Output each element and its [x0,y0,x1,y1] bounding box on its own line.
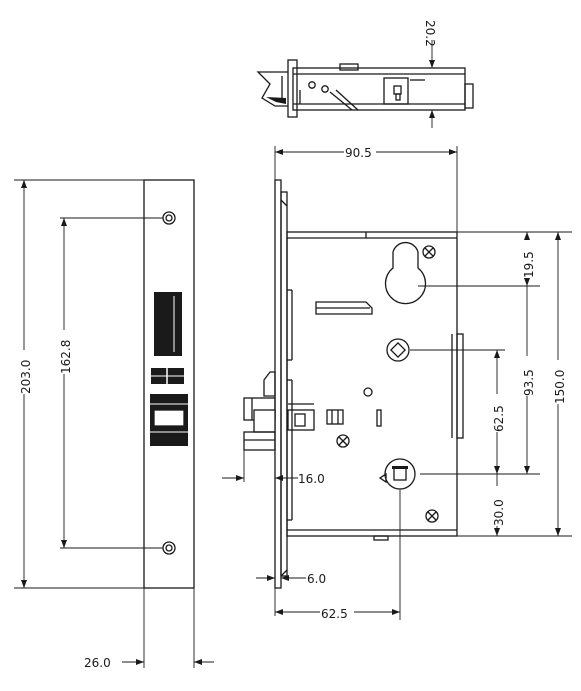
dim-spindle-to-lower: 62.5 [492,405,506,432]
screw-middle [336,434,350,448]
top-view-latch [256,71,288,107]
top-view-faceplate [287,59,298,118]
dim-keyhole-offset: 19.5 [522,251,536,278]
side-view: 90.5 19.5 150.0 93.5 62.5 30.0 [222,145,572,621]
lower-hub [384,458,416,490]
faceplate-screw-top [162,211,176,225]
keyhole-slot [384,241,427,305]
lock-body [286,231,458,537]
side-faceplate [274,179,282,589]
dim-faceplate-length: 203.0 [19,360,33,394]
deadbolt-bar [315,301,373,315]
faceplate-deadbolt-opening [154,292,182,356]
screw-upper-right [422,245,436,259]
latch-top [263,371,276,397]
dim-top-view-depth: 20.2 [423,20,437,47]
dim-cylinder-to-spindle: 93.5 [522,369,536,396]
faceplate-outline [143,179,195,589]
screw-lower-right [425,509,439,523]
top-view-hole [321,85,329,93]
top-view-hole [308,81,316,89]
faceplate-screw-bottom [162,541,176,555]
dim-screw-spacing: 162.8 [59,340,73,374]
dim-faceplate-thickness: 6.0 [307,572,326,586]
dim-lower-offset: 30.0 [492,499,506,526]
pivot-pin [363,387,373,397]
dim-latch-projection: 16.0 [298,472,325,486]
dim-faceplate-width: 26.0 [84,656,111,670]
faceplate-view: 203.0 162.8 26.0 [14,179,214,670]
dim-body-width: 90.5 [345,146,372,160]
spindle-hub [386,338,410,362]
top-view: 20.2 [256,20,474,128]
dim-body-height: 150.0 [553,370,567,404]
dim-backset: 62.5 [321,607,348,621]
